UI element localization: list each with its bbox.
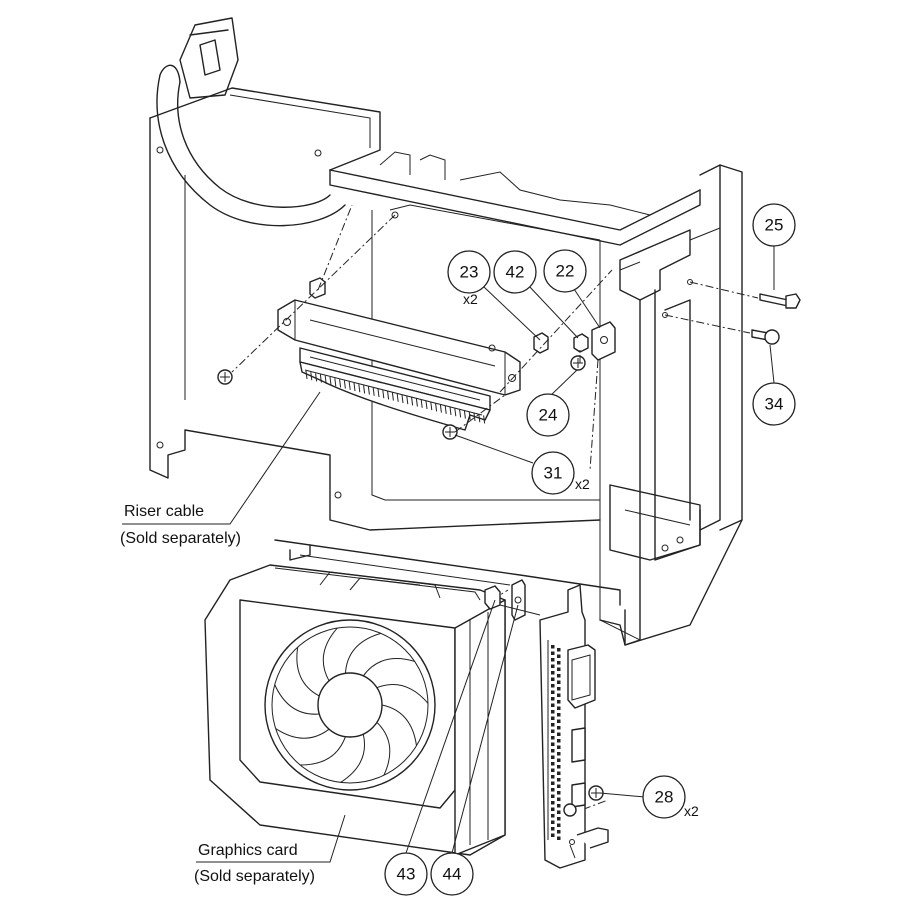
- graphics-card-sold-separately: (Sold separately): [194, 868, 315, 885]
- callout-number: 24: [539, 406, 558, 425]
- callout-number: 22: [556, 262, 575, 281]
- riser-cable: [299, 361, 491, 431]
- riser-cable-sold-separately: (Sold separately): [120, 530, 241, 547]
- riser-bracket: [277, 299, 521, 411]
- callout-number: 23: [460, 263, 479, 282]
- assembly-lines: [231, 204, 759, 816]
- screw-28: [563, 785, 604, 817]
- chassis-frame: [149, 87, 743, 646]
- graphics-card: [204, 539, 621, 869]
- callout-42: 42: [493, 250, 537, 294]
- callout-24: 24: [526, 393, 570, 437]
- callout-22: 22: [543, 249, 587, 293]
- part-22-bracket: [591, 321, 616, 361]
- callout-qty: x2: [684, 803, 699, 819]
- callout-qty: x2: [575, 476, 590, 492]
- callout-qty: x2: [463, 291, 478, 307]
- callout-23: 23 x2: [447, 250, 491, 307]
- callout-25: 25: [752, 203, 796, 247]
- callout-34: 34: [752, 382, 796, 426]
- screw-31: [442, 424, 458, 440]
- callout-31: 31 x2: [531, 451, 590, 495]
- screw-34-short: [751, 329, 780, 345]
- callout-28: 28 x2: [642, 775, 699, 819]
- riser-cable-label: Riser cable: [124, 503, 204, 520]
- callout-number: 44: [443, 865, 462, 884]
- callout-number: 28: [655, 788, 674, 807]
- power-cable: [156, 17, 346, 227]
- screw-25-long: [759, 293, 801, 309]
- callout-number: 42: [506, 263, 525, 282]
- graphics-card-label: Graphics card: [198, 842, 298, 859]
- leader-lines: [122, 245, 775, 863]
- callout-number: 34: [765, 395, 784, 414]
- callout-number: 43: [397, 865, 416, 884]
- callout-number: 25: [765, 216, 784, 235]
- part-42-nut: [573, 333, 589, 353]
- callout-number: 31: [544, 464, 563, 483]
- screw-24: [570, 355, 586, 371]
- screw-left: [217, 369, 233, 385]
- callout-43: 43: [384, 852, 428, 896]
- callout-44: 44: [430, 852, 474, 896]
